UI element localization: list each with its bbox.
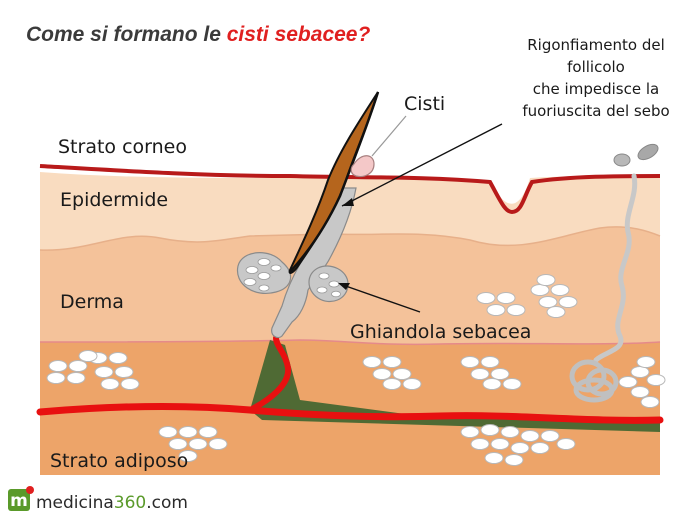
title-prefix: Come si formano le — [26, 23, 227, 46]
logo-square-icon — [8, 489, 30, 511]
follicle-arrowhead — [342, 198, 354, 206]
hair-tip-right — [613, 143, 659, 167]
hair-shaft-outline — [289, 91, 380, 273]
label-rigonfiamento-1: Rigonfiamento del — [527, 36, 665, 54]
label-derma: Derma — [60, 291, 124, 313]
epidermis-dermis-border — [39, 226, 661, 251]
gland-arrow-line — [339, 283, 421, 313]
label-epidermide: Epidermide — [60, 189, 168, 211]
label-cisti: Cisti — [404, 93, 445, 115]
brand-logo: m medicina360.com — [8, 486, 188, 513]
hair-bulb-right — [569, 359, 619, 403]
blood-vessel-main — [36, 402, 664, 424]
gland-arrowhead — [338, 283, 350, 290]
stratum-corneum-line — [39, 164, 661, 215]
hair-strand-right — [593, 173, 638, 363]
follicle-arrow-line — [341, 123, 503, 207]
label-strato-adiposo: Strato adiposo — [50, 450, 188, 472]
label-rigonfiamento-4: fuoriuscita del sebo — [522, 102, 669, 120]
cyst-bulge — [350, 155, 375, 178]
connective-tissue — [250, 340, 660, 432]
logo-dot-icon — [26, 486, 34, 494]
sebaceous-gland — [236, 252, 349, 303]
label-rigonfiamento-3: che impedisce la — [533, 80, 659, 98]
label-ghiandola-sebacea: Ghiandola sebacea — [350, 321, 531, 343]
logo-letter: m — [10, 491, 28, 511]
title-highlight: cisti sebacee? — [227, 23, 371, 46]
dermis-layer — [40, 226, 660, 345]
blood-vessel-branch — [247, 335, 292, 413]
label-strato-corneo: Strato corneo — [58, 136, 187, 158]
dermis-adipose-border — [39, 339, 661, 346]
label-rigonfiamento-2: follicolo — [567, 58, 625, 76]
brand-name: medicina360.com — [36, 493, 188, 513]
diagram-title: Come si formano le cisti sebacee? — [26, 23, 370, 46]
cisti-pointer-line — [371, 115, 407, 157]
